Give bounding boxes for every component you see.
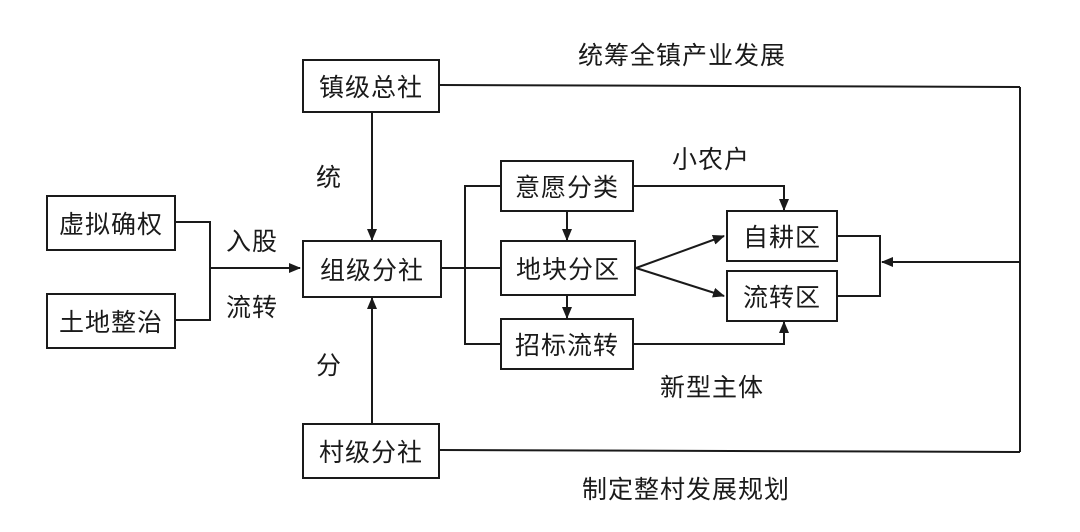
right-bracket <box>464 185 500 345</box>
left-merge-bracket <box>176 221 211 321</box>
label-tongchou: 统筹全镇产业发展 <box>578 41 787 70</box>
box-tudi-zhengzhi: 土地整治 <box>46 293 176 349</box>
label-fen: 分 <box>316 351 343 380</box>
box-zuji-fenshe: 组级分社 <box>302 240 442 298</box>
label-tong: 统 <box>316 163 343 192</box>
arrow-dikuai-to-liuzhuan <box>635 267 725 298</box>
line-cun-to-loop <box>439 449 1021 453</box>
arrow-yiyuan-to-zigeng <box>634 185 789 211</box>
box-zigeng-qu: 自耕区 <box>726 210 838 262</box>
line-zhen-to-loop <box>439 84 1021 88</box>
box-liuzhuan-qu: 流转区 <box>726 270 838 322</box>
arrow-dikuai-to-zigeng <box>635 235 725 269</box>
label-xinxing-zhuti: 新型主体 <box>660 373 765 402</box>
box-cunji-fenshe: 村级分社 <box>302 423 440 479</box>
label-rugu: 入股 <box>226 227 279 256</box>
zone-bracket <box>838 235 881 297</box>
box-yiyuan-fenlei: 意愿分类 <box>500 160 634 212</box>
box-xuni-quequan: 虚拟确权 <box>46 195 176 251</box>
box-dikuai-fenqu: 地块分区 <box>500 240 636 296</box>
label-xiaononghu: 小农户 <box>672 145 751 174</box>
arrow-zhaobiao-to-liuzhuan <box>634 321 789 345</box>
label-liuzhuan: 流转 <box>226 293 279 322</box>
label-zhiding: 制定整村发展规划 <box>582 475 791 504</box>
box-zhenji-zongshe: 镇级总社 <box>302 59 440 113</box>
box-zhaobiao-liuzhuan: 招标流转 <box>500 318 634 370</box>
